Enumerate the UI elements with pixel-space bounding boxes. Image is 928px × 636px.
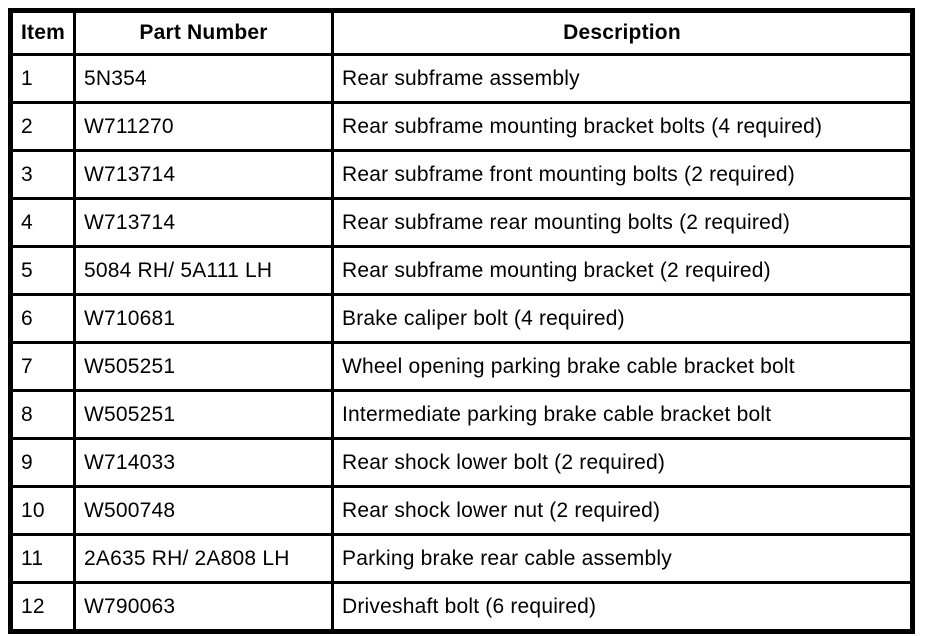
part-number-cell: W710681 xyxy=(73,293,334,344)
item-cell: 7 xyxy=(9,341,76,392)
item-cell: 12 xyxy=(9,581,76,633)
item-cell: 8 xyxy=(9,389,76,440)
header-row: Item Part Number Description xyxy=(9,9,914,56)
description-cell: Brake caliper bolt (4 required) xyxy=(331,293,914,344)
item-cell: 10 xyxy=(9,485,76,536)
header-description: Description xyxy=(331,9,914,56)
part-number-cell: 5N354 xyxy=(73,53,334,104)
description-cell: Parking brake rear cable assembly xyxy=(331,533,914,584)
part-number-cell: W713714 xyxy=(73,197,334,248)
description-cell: Driveshaft bolt (6 required) xyxy=(331,581,914,633)
description-cell: Rear subframe mounting bracket (2 requir… xyxy=(331,245,914,296)
description-cell: Intermediate parking brake cable bracket… xyxy=(331,389,914,440)
item-cell: 6 xyxy=(9,293,76,344)
description-cell: Rear subframe front mounting bolts (2 re… xyxy=(331,149,914,200)
part-number-cell: W713714 xyxy=(73,149,334,200)
item-cell: 4 xyxy=(9,197,76,248)
part-number-cell: W505251 xyxy=(73,389,334,440)
item-cell: 1 xyxy=(9,53,76,104)
part-number-cell: W790063 xyxy=(73,581,334,633)
part-number-cell: W711270 xyxy=(73,101,334,152)
item-cell: 9 xyxy=(9,437,76,488)
item-cell: 3 xyxy=(9,149,76,200)
part-number-cell: W500748 xyxy=(73,485,334,536)
part-number-cell: 2A635 RH/ 2A808 LH xyxy=(73,533,334,584)
item-cell: 11 xyxy=(9,533,76,584)
description-cell: Rear subframe rear mounting bolts (2 req… xyxy=(331,197,914,248)
description-cell: Rear shock lower bolt (2 required) xyxy=(331,437,914,488)
item-cell: 2 xyxy=(9,101,76,152)
header-item: Item xyxy=(9,9,76,56)
description-cell: Rear shock lower nut (2 required) xyxy=(331,485,914,536)
part-number-cell: 5084 RH/ 5A111 LH xyxy=(73,245,334,296)
header-part-number: Part Number xyxy=(73,9,334,56)
description-cell: Wheel opening parking brake cable bracke… xyxy=(331,341,914,392)
description-cell: Rear subframe mounting bracket bolts (4 … xyxy=(331,101,914,152)
part-number-cell: W714033 xyxy=(73,437,334,488)
part-number-cell: W505251 xyxy=(73,341,334,392)
parts-table-header: Item Part Number Description xyxy=(9,9,914,56)
item-cell: 5 xyxy=(9,245,76,296)
description-cell: Rear subframe assembly xyxy=(331,53,914,104)
